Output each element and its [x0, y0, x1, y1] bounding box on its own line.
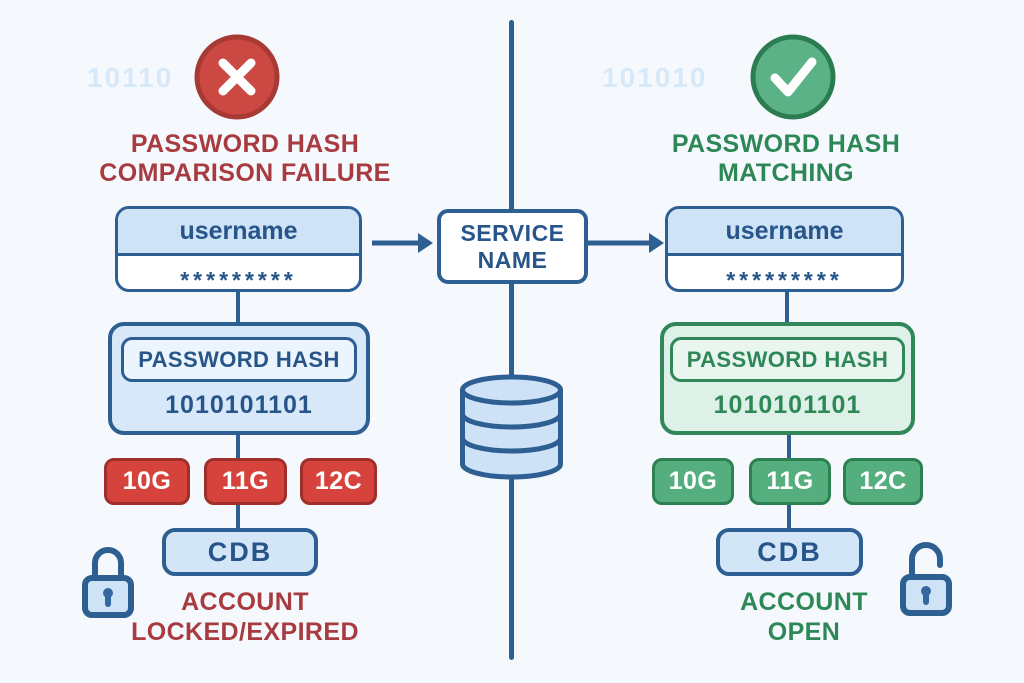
right-hash-box: PASSWORD HASH 1010101101 [660, 322, 915, 435]
left-username-field: username [118, 209, 359, 256]
left-account-status-line1: ACCOUNT [181, 588, 309, 616]
binary-watermark-right: 101010 [602, 62, 708, 93]
service-name-line1: SERVICE [460, 219, 565, 246]
right-username-field: username [668, 209, 901, 256]
right-version-badge-10g: 10G [652, 458, 734, 505]
left-account-status-line2: LOCKED/EXPIRED [131, 618, 359, 646]
locked-padlock-icon [82, 547, 134, 618]
left-connector-1 [236, 292, 240, 322]
right-credentials-box: username ********* [665, 206, 904, 292]
right-password-mask: ********* [726, 266, 843, 292]
left-account-status: ACCOUNT LOCKED/EXPIRED [90, 587, 400, 647]
service-name-box: SERVICE NAME [437, 209, 588, 284]
service-name-line2: NAME [477, 246, 548, 273]
left-version-badge-11g: 11G [204, 458, 287, 505]
unlocked-padlock-icon [900, 542, 952, 616]
arrow-service-to-right-icon [588, 233, 664, 253]
right-version-badge-12c: 12C [843, 458, 923, 505]
right-hash-value: 1010101101 [713, 391, 862, 419]
right-version-badge-11g: 11G [749, 458, 831, 505]
left-version-badge-10g: 10G [104, 458, 190, 505]
right-heading-line2: MATCHING [717, 159, 855, 187]
right-password-field: ********* [668, 256, 901, 292]
arrow-left-to-service-icon [372, 233, 433, 253]
left-heading: PASSWORD HASH COMPARISON FAILURE [95, 130, 395, 188]
left-heading-line2: COMPARISON FAILURE [99, 159, 391, 187]
left-hash-value: 1010101101 [165, 391, 313, 419]
center-divider-line [509, 20, 514, 660]
right-heading-line1: PASSWORD HASH [671, 130, 901, 158]
left-password-mask: ********* [180, 266, 297, 292]
left-hash-label: PASSWORD HASH [121, 337, 357, 382]
left-version-badge-12c: 12C [300, 458, 377, 505]
binary-watermark-left: 10110 [87, 62, 174, 93]
database-cylinder-icon [460, 374, 563, 480]
right-heading: PASSWORD HASH MATCHING [636, 130, 936, 188]
error-x-icon [194, 34, 280, 120]
right-hash-label: PASSWORD HASH [669, 337, 906, 382]
left-password-field: ********* [118, 256, 359, 292]
left-cdb-box: CDB [162, 528, 318, 576]
right-connector-1 [785, 292, 789, 322]
success-check-icon [750, 34, 836, 120]
right-connector-3 [787, 505, 791, 528]
left-hash-box: PASSWORD HASH 1010101101 [108, 322, 370, 435]
left-heading-line1: PASSWORD HASH [130, 130, 360, 158]
right-connector-2 [787, 435, 791, 458]
left-connector-3 [236, 505, 240, 528]
right-account-status-line2: OPEN [767, 618, 841, 646]
right-account-status: ACCOUNT OPEN [654, 587, 954, 647]
left-connector-2 [236, 435, 240, 458]
left-credentials-box: username ********* [115, 206, 362, 292]
right-cdb-box: CDB [716, 528, 863, 576]
right-account-status-line1: ACCOUNT [740, 588, 868, 616]
